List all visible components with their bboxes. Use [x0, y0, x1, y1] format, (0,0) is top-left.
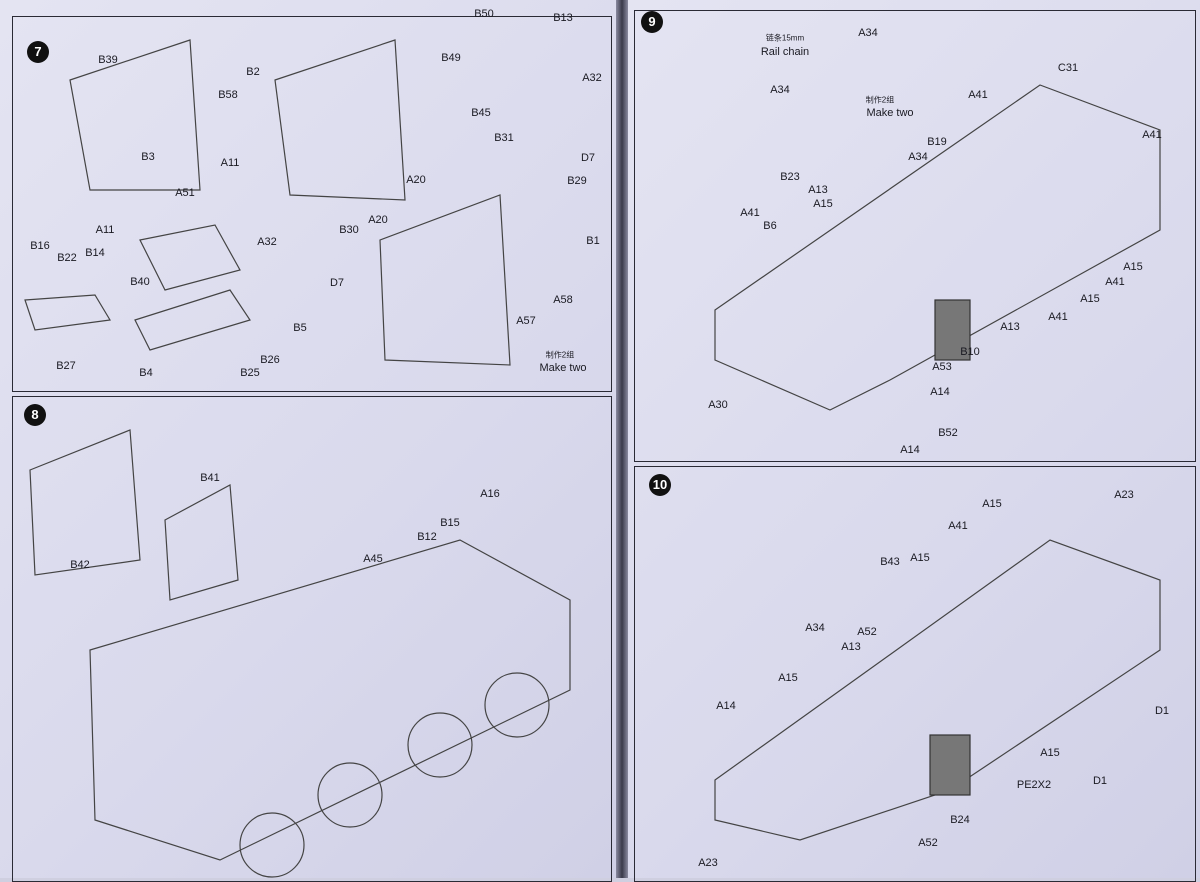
part-label: A11 — [95, 224, 115, 236]
part-label: B45 — [471, 107, 491, 119]
step-9-number-badge: 9 — [641, 11, 663, 33]
part-label: B19 — [927, 136, 947, 148]
part-label: A13 — [808, 184, 828, 196]
part-label: A20 — [406, 174, 426, 186]
part-label: A41 — [1048, 311, 1068, 323]
part-label: B49 — [441, 52, 461, 64]
part-label: A15 — [778, 672, 798, 684]
part-label: Make two — [539, 362, 587, 374]
part-label: A34 — [908, 151, 928, 163]
part-label: A58 — [553, 294, 573, 306]
part-label: A51 — [175, 187, 195, 199]
part-label: B1 — [586, 235, 600, 247]
step-10-number-badge: 10 — [649, 474, 671, 496]
part-label: B5 — [293, 322, 307, 334]
part-label: B22 — [57, 252, 77, 264]
part-label: C31 — [1057, 62, 1079, 74]
part-label: B2 — [246, 66, 260, 78]
part-label: A15 — [1040, 747, 1060, 759]
part-label: A41 — [740, 207, 760, 219]
part-label: A14 — [900, 444, 920, 456]
part-label: B24 — [950, 814, 970, 826]
part-label: A52 — [857, 626, 877, 638]
part-label: B25 — [240, 367, 260, 379]
part-label: B4 — [139, 367, 153, 379]
part-label: B30 — [339, 224, 359, 236]
part-label: A34 — [805, 622, 825, 634]
part-label: A15 — [1080, 293, 1100, 305]
part-label: B40 — [130, 276, 150, 288]
part-label: B58 — [218, 89, 238, 101]
part-label: B10 — [960, 346, 980, 358]
part-label: A53 — [932, 361, 952, 373]
part-label: B43 — [880, 556, 900, 568]
part-label: PE2X2 — [1016, 779, 1052, 791]
part-label: A14 — [930, 386, 950, 398]
part-label: B13 — [553, 12, 573, 24]
part-label: B14 — [85, 247, 105, 259]
part-label: D1 — [1092, 775, 1108, 787]
part-label: B3 — [141, 151, 155, 163]
part-label: A32 — [257, 236, 277, 248]
part-label: A13 — [1000, 321, 1020, 333]
part-label: A41 — [968, 89, 988, 101]
part-label: D1 — [1154, 705, 1170, 717]
part-label: A52 — [918, 837, 938, 849]
part-label: A30 — [708, 399, 728, 411]
part-label: B12 — [417, 531, 437, 543]
part-label: A16 — [480, 488, 500, 500]
part-label: A15 — [982, 498, 1002, 510]
page-spine — [616, 0, 628, 878]
part-label: B26 — [260, 354, 280, 366]
part-label: A32 — [582, 72, 602, 84]
part-label: 链条15mm — [765, 33, 805, 43]
step-9-panel — [634, 10, 1196, 462]
part-label: A23 — [1114, 489, 1134, 501]
part-label: D7 — [329, 277, 345, 289]
part-label: B39 — [98, 54, 118, 66]
part-label: A41 — [948, 520, 968, 532]
part-label: A20 — [368, 214, 388, 226]
part-label: A41 — [1105, 276, 1125, 288]
part-label: 制作2组 — [545, 350, 575, 360]
step-8-panel — [12, 396, 612, 882]
part-label: B15 — [440, 517, 460, 529]
part-label: A23 — [698, 857, 718, 869]
part-label: B42 — [70, 559, 90, 571]
part-label: A34 — [770, 84, 790, 96]
part-label: B50 — [474, 8, 494, 20]
part-label: A57 — [516, 315, 536, 327]
part-label: A11 — [220, 157, 240, 169]
step-8-number-badge: 8 — [24, 404, 46, 426]
step-7-panel — [12, 16, 612, 392]
part-label: A41 — [1142, 129, 1162, 141]
part-label: B16 — [30, 240, 50, 252]
part-label: 制作2组 — [865, 95, 895, 105]
part-label: B52 — [938, 427, 958, 439]
part-label: Make two — [866, 107, 914, 119]
part-label: A15 — [1123, 261, 1143, 273]
part-label: A45 — [363, 553, 383, 565]
part-label: B31 — [494, 132, 514, 144]
part-label: A34 — [858, 27, 878, 39]
part-label: B6 — [763, 220, 777, 232]
part-label: B29 — [567, 175, 587, 187]
part-label: A15 — [813, 198, 833, 210]
part-label: A13 — [841, 641, 861, 653]
part-label: B23 — [780, 171, 800, 183]
part-label: Rail chain — [760, 46, 810, 58]
step-7-number-badge: 7 — [27, 41, 49, 63]
step-10-panel — [634, 466, 1196, 882]
part-label: B27 — [56, 360, 76, 372]
part-label: D7 — [580, 152, 596, 164]
part-label: B41 — [200, 472, 220, 484]
part-label: A15 — [910, 552, 930, 564]
part-label: A14 — [716, 700, 736, 712]
